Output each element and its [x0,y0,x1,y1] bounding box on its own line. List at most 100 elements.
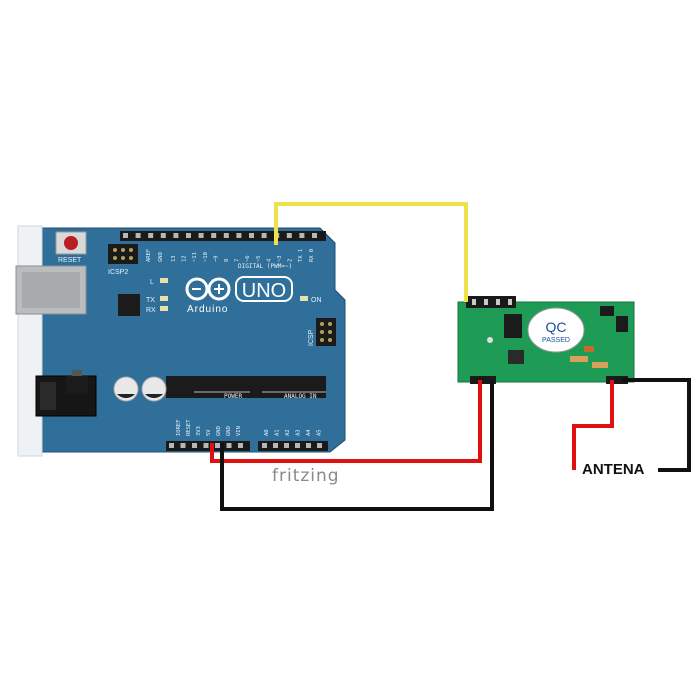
wire-antenna-black [622,378,691,472]
fritzing-watermark: fritzing [272,466,340,486]
uno-text: UNO [242,280,286,302]
pin-label-digital: ~9 [213,255,219,262]
analog-pin-labels: A0 A1 A2 A3 A4 A5 [264,429,323,436]
pin-label-digital: 2 [288,259,294,262]
module-bottom-header-right [606,376,628,384]
passed-label: PASSED [542,337,570,344]
pin-label-power: VIN [236,426,242,436]
icsp2-label: ICSP2 [108,269,128,276]
pin-label-digital: 4 [266,258,272,262]
digital-header-pin [249,233,254,238]
regulator-tab [72,370,82,376]
pin-label-digital: ~6 [245,255,251,262]
digital-header-pin [198,233,204,238]
board-left-edge [17,225,43,457]
power-header-pin [203,443,209,448]
pin-label-analog: A4 [306,429,312,436]
icsp2-header [108,244,138,264]
power-header-pin [169,443,174,448]
analog-header [258,441,328,451]
power-jack-inner [40,382,56,410]
pin-label-digital: ~11 [192,252,198,262]
qc-sticker [527,307,585,353]
arduino-logo [185,277,231,301]
digital-header-pin [135,233,141,238]
module-pin-header [466,296,516,308]
digital-header-pin [160,233,166,238]
power-header-pin [238,443,243,448]
led-on [300,296,308,301]
usb-connector-inner [22,272,80,308]
pin-label-analog: A5 [317,429,323,436]
module-capacitor [584,346,594,352]
module-pin [472,299,476,305]
led-l [160,278,168,283]
power-header-pin [180,443,186,448]
analog-header-pin [317,443,322,448]
pin-label-digital: 13 [171,255,177,262]
analog-header-pin [262,443,267,448]
antenna-label: ANTENA [582,461,645,478]
digital-header-pin [312,233,317,238]
pin-label-power: IOREF [176,419,182,436]
power-header-pin [226,443,232,448]
module-transistor [616,316,628,332]
module-ic [504,314,522,338]
power-header-pin [192,443,197,448]
pin-label-aref: AREF [146,249,152,262]
power-label: POWER [224,393,242,400]
pin-label-analog: A3 [296,429,302,436]
pin-label-digital: ~3 [277,255,283,262]
digital-header-pin [286,233,292,238]
module-resistor-1 [570,356,588,362]
arduino-text: Arduino [187,304,228,315]
led-tx [160,296,168,301]
pin-label-analog: A2 [285,429,291,436]
wire-data-yellow [274,202,468,302]
module-resistor-2 [592,362,608,368]
module-pin [496,299,500,305]
led-rx-label: RX [146,307,156,314]
pin-label-power: GND [226,426,232,436]
pin-label-analog: A0 [264,429,270,436]
pin-label-power: RESET [186,419,192,436]
module-coil [508,350,524,364]
pin-label-power: 3V3 [196,426,202,436]
module-bottom-header-left [470,376,496,384]
module-pin [484,299,488,305]
reset-label: RESET [58,257,82,264]
wire-antenna-red [572,380,614,470]
digital-header-pin [173,233,179,238]
digital-label: DIGITAL (PWM=~) [238,263,292,270]
usb-chip [118,294,140,316]
pin-label-digital: 7 [235,259,241,262]
wire-gnd-black [220,380,494,511]
pin-label-digital: TX 1 [298,249,304,262]
pin-label-digital: RX 0 [309,249,315,262]
digital-header-pin [148,233,154,238]
pin-label-power: GND [216,426,222,436]
digital-header-pin [186,233,191,238]
pin-label-digital: 12 [182,255,188,262]
digital-header-pin [236,233,242,238]
capacitor-1 [113,376,139,402]
icsp-label: ICSP [308,329,315,346]
analog-header-pin [306,443,311,448]
analog-header-pin [284,443,289,448]
icsp-header [316,318,336,346]
pin-label-analog: A1 [275,429,281,436]
led-rx [160,306,168,311]
power-header-pin [215,443,220,448]
pin-label-digital: ~5 [256,255,262,262]
reset-button[interactable] [55,231,87,255]
led-on-label: ON [311,297,322,304]
pin-label-gnd: GND [158,252,164,262]
analog-header-pin [273,443,278,448]
pin-label-power: 5V [206,429,212,436]
analog-header-pin [295,443,300,448]
bottom-header-pins [169,443,322,448]
module-hole [487,337,493,343]
qc-label: QC [546,319,567,335]
module-crystal [600,306,614,316]
